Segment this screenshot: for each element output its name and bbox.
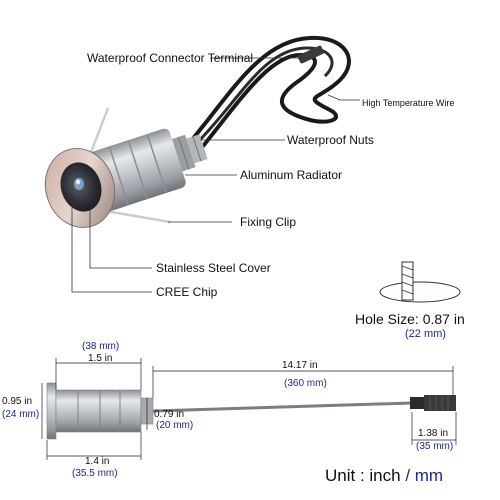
dim-base-in: 1.4 in: [85, 456, 110, 467]
dim-nut-mm: (20 mm): [156, 420, 194, 431]
hole-size-mm: (22 mm): [405, 328, 446, 340]
dim-height-in: 0.95 in: [2, 396, 33, 407]
connector-terminal: [297, 45, 324, 64]
dim-connector-in: 1.38 in: [418, 428, 449, 439]
dim-cable-in: 14.17 in: [282, 360, 318, 371]
product-illustration: [44, 35, 351, 228]
unit-prefix: Unit : inch: [325, 466, 401, 485]
dim-base-mm: (35.5 mm): [72, 468, 118, 479]
body: [55, 389, 142, 433]
hole-size-label: Hole Size: 0.87 in: [355, 311, 465, 327]
label-high-temperature-wire: High Temperature Wire: [362, 98, 455, 108]
flange: [46, 382, 57, 440]
label-waterproof-connector-terminal: Waterproof Connector Terminal: [87, 51, 254, 65]
connector: [410, 397, 424, 409]
unit-slash: /: [400, 466, 415, 485]
cable: [152, 401, 413, 413]
dim-body-length-in: 1.5 in: [88, 353, 113, 364]
label-waterproof-nuts: Waterproof Nuts: [287, 133, 374, 147]
hole-size-icon: [379, 261, 461, 303]
dimension-drawing: [46, 382, 456, 440]
dim-nut-in: 0.79 in: [154, 409, 185, 420]
dimension-lines: [41, 358, 457, 460]
waterproof-nuts: [171, 134, 208, 172]
dim-connector-mm: (35 mm): [416, 441, 454, 452]
unit-mm: mm: [414, 466, 444, 485]
dim-body-length-mm: (38 mm): [82, 341, 120, 352]
label-cree-chip: CREE Chip: [156, 285, 218, 299]
label-fixing-clip: Fixing Clip: [240, 215, 297, 229]
unit-label: Unit : inch / mm: [325, 466, 443, 486]
dim-cable-mm: (360 mm): [284, 378, 327, 389]
label-stainless-steel-cover: Stainless Steel Cover: [156, 261, 271, 275]
label-aluminum-radiator: Aluminum Radiator: [240, 168, 343, 182]
dim-height-mm: (24 mm): [2, 409, 40, 420]
leader-lines: [71, 57, 360, 293]
